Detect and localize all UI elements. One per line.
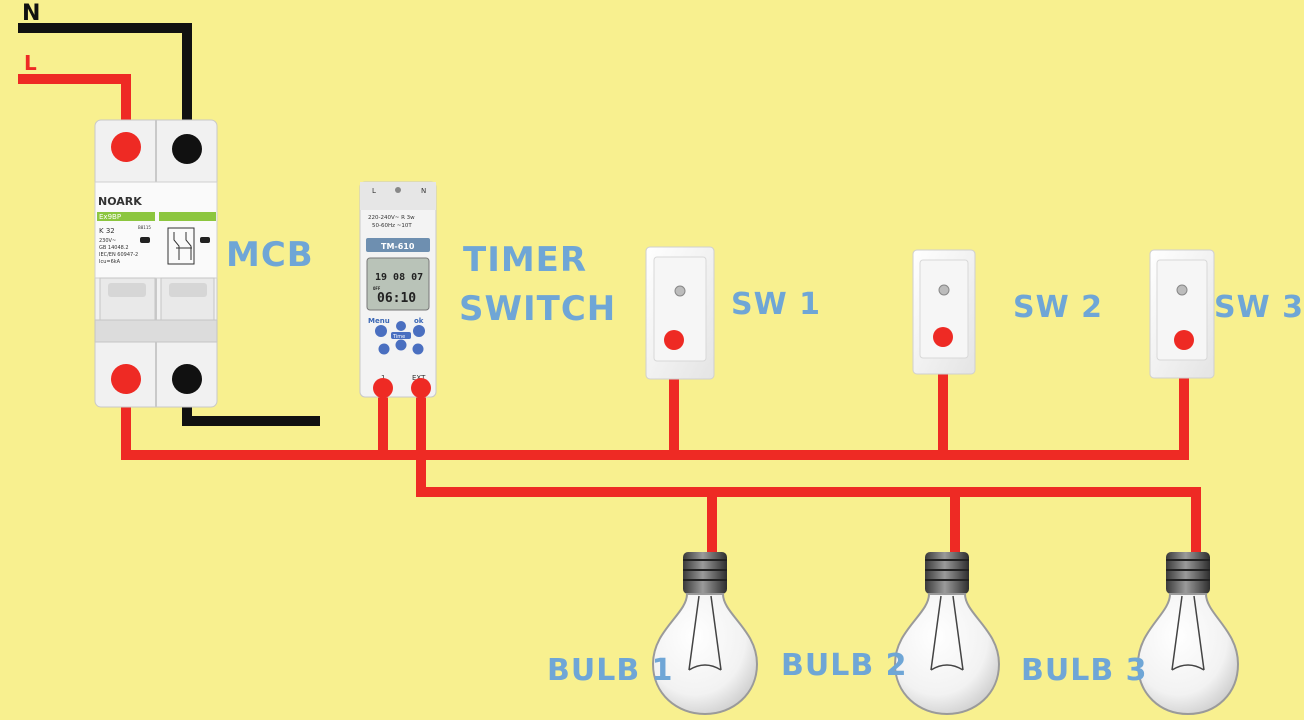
- timer-plus-button[interactable]: [412, 343, 424, 355]
- timer-spec-line-1: 220-240V~ R 3w: [368, 215, 415, 221]
- bulb-1-label: BULB 1: [547, 653, 674, 688]
- timer-top-terminal-l: L: [372, 187, 376, 195]
- timer-minus-button[interactable]: [378, 343, 390, 355]
- mcb-neutral-in-terminal[interactable]: [172, 134, 202, 164]
- timer-up-button[interactable]: [396, 321, 406, 331]
- timer-menu-label: Menu: [368, 317, 390, 325]
- timer-lcd-date: 19 08 07: [375, 272, 423, 283]
- mcb-indicator-window: [140, 237, 150, 243]
- timer-label-line-2: SWITCH: [459, 289, 617, 329]
- mcb-voltage: 230V~: [99, 238, 116, 244]
- mcb-icu: Icu=6kA: [99, 259, 121, 265]
- neutral-wire-label: N: [22, 1, 40, 26]
- switch-3-label: SW 3: [1214, 290, 1304, 325]
- bulb-2: [893, 552, 1001, 716]
- mcb-green-strip: [97, 212, 155, 221]
- bulb-2-label: BULB 2: [781, 648, 908, 683]
- timer-label-line-1: TIMER: [463, 240, 588, 280]
- timer-bottom-terminal-ext: EXT: [412, 374, 426, 382]
- neutral-supply-wire: [18, 23, 192, 150]
- mcb-label: MCB: [226, 235, 314, 275]
- mcb-live-out-terminal[interactable]: [111, 364, 141, 394]
- timer-lcd-status: OFF: [373, 286, 381, 291]
- mcb-standard-1: GB 14048.2: [99, 245, 129, 251]
- timer-lcd-screen: [366, 257, 430, 311]
- timer-input-terminal[interactable]: [373, 378, 393, 398]
- timer-down-button[interactable]: [395, 339, 407, 351]
- bulb-3-label: BULB 3: [1021, 653, 1148, 688]
- live-bus-wire: [121, 340, 1189, 460]
- switch-2[interactable]: [912, 249, 976, 375]
- timer-device: L N 220-240V~ R 3w 50-60Hz ~10T TM-610 1…: [359, 181, 437, 398]
- mcb-rating: K 32: [99, 227, 115, 235]
- switch-1[interactable]: [645, 246, 715, 380]
- timer-menu-button[interactable]: [375, 325, 387, 337]
- switch-1-terminal[interactable]: [664, 330, 684, 350]
- mcb-circuit-symbol: [167, 227, 195, 265]
- live-wire-label: L: [24, 51, 37, 75]
- mcb-neutral-out-terminal[interactable]: [172, 364, 202, 394]
- timer-output-wire: [416, 388, 1201, 555]
- switch-2-terminal[interactable]: [933, 327, 953, 347]
- timer-top-terminal-n: N: [421, 187, 426, 195]
- switch-2-label: SW 2: [1013, 290, 1104, 325]
- timer-lcd-time: 06:10: [377, 291, 416, 306]
- mcb-model: Ex9BP: [99, 213, 121, 221]
- switch-3-terminal[interactable]: [1174, 330, 1194, 350]
- switch-1-label: SW 1: [731, 287, 822, 322]
- mcb-code: B8115: [138, 225, 151, 230]
- mcb-live-in-terminal[interactable]: [111, 132, 141, 162]
- mcb-standard-2: IEC/EN 60947-2: [99, 252, 138, 258]
- bulb-3: [1136, 552, 1240, 716]
- timer-bottom-terminal-1: 1: [381, 374, 385, 382]
- timer-time-label: Time: [392, 334, 405, 340]
- switch-3[interactable]: [1149, 249, 1215, 379]
- bulb-1: [651, 552, 759, 716]
- timer-ok-button[interactable]: [413, 325, 425, 337]
- timer-output-terminal[interactable]: [411, 378, 431, 398]
- mcb-device: NOARK Ex9BP K 32 230V~ GB 14048.2 IEC/EN…: [94, 119, 218, 408]
- timer-ok-label: ok: [414, 317, 424, 325]
- timer-spec-line-2: 50-60Hz ~10T: [372, 223, 412, 229]
- timer-model: TM-610: [381, 242, 415, 251]
- mcb-brand: NOARK: [98, 195, 142, 208]
